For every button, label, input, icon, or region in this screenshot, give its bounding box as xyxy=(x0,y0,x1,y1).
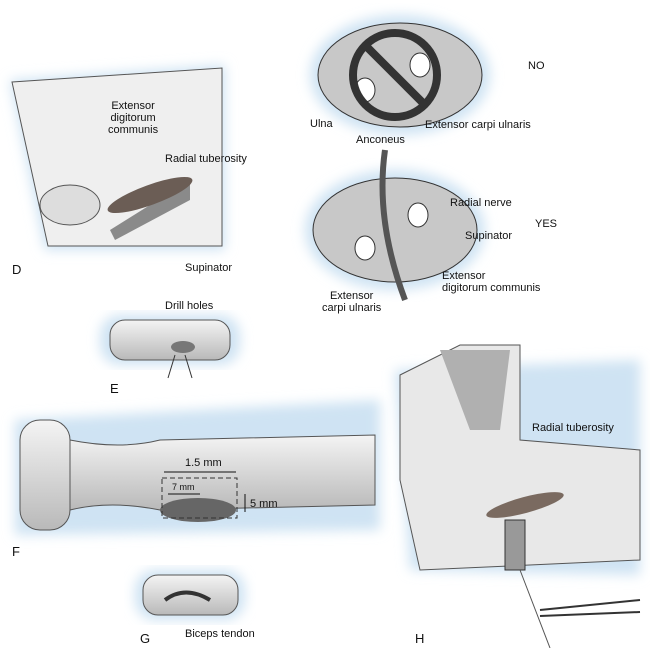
panel-label-d: D xyxy=(12,262,22,277)
label-radial-tuberosity-d: Radial tuberosity xyxy=(165,153,247,165)
label-radial-tuberosity-h: Radial tuberosity xyxy=(532,422,614,434)
label-extensor-carpi-ulnaris-no: Extensor carpi ulnaris xyxy=(425,119,531,131)
verdict-no: NO xyxy=(528,60,545,72)
label-line: digitorum communis xyxy=(442,282,541,294)
panel-h-elbow xyxy=(395,344,641,648)
panel-f-bone xyxy=(15,400,380,535)
panel-label-h: H xyxy=(415,631,425,646)
label-line: digitorum xyxy=(110,112,156,124)
label-extensor-digitorum-communis: Extensor digitorum communis xyxy=(108,100,158,136)
dimension-spacing: 7 mm xyxy=(172,482,195,492)
label-drill-holes: Drill holes xyxy=(165,300,214,312)
panel-label-f: F xyxy=(12,544,20,559)
dimension-width: 1.5 mm xyxy=(185,457,222,469)
cross-section-yes xyxy=(305,149,485,302)
cross-section-no xyxy=(310,15,490,135)
verdict-yes: YES xyxy=(535,218,558,230)
panel-label-e: E xyxy=(110,381,119,396)
label-extensor-carpi-ulnaris-yes: Extensor carpi ulnaris xyxy=(322,290,381,314)
label-anconeus: Anconeus xyxy=(356,134,405,146)
label-line: Extensor xyxy=(329,290,374,302)
panel-e-bone xyxy=(100,315,240,379)
label-supinator-d: Supinator xyxy=(185,262,233,274)
label-radial-nerve: Radial nerve xyxy=(450,197,512,209)
label-line: communis xyxy=(108,124,159,136)
label-biceps-tendon: Biceps tendon xyxy=(185,628,255,640)
label-line: Extensor xyxy=(111,100,155,112)
label-supinator-yes: Supinator xyxy=(465,230,513,242)
label-extensor-digitorum-communis-yes: Extensor digitorum communis xyxy=(442,270,540,294)
panel-g-bone xyxy=(135,570,245,620)
label-line: carpi ulnaris xyxy=(322,302,382,314)
label-line: Extensor xyxy=(442,270,486,282)
panel-d-arm-drawing xyxy=(10,65,225,250)
panel-label-g: G xyxy=(140,631,151,646)
label-ulna: Ulna xyxy=(310,118,333,130)
dimension-height: 5 mm xyxy=(250,498,278,510)
